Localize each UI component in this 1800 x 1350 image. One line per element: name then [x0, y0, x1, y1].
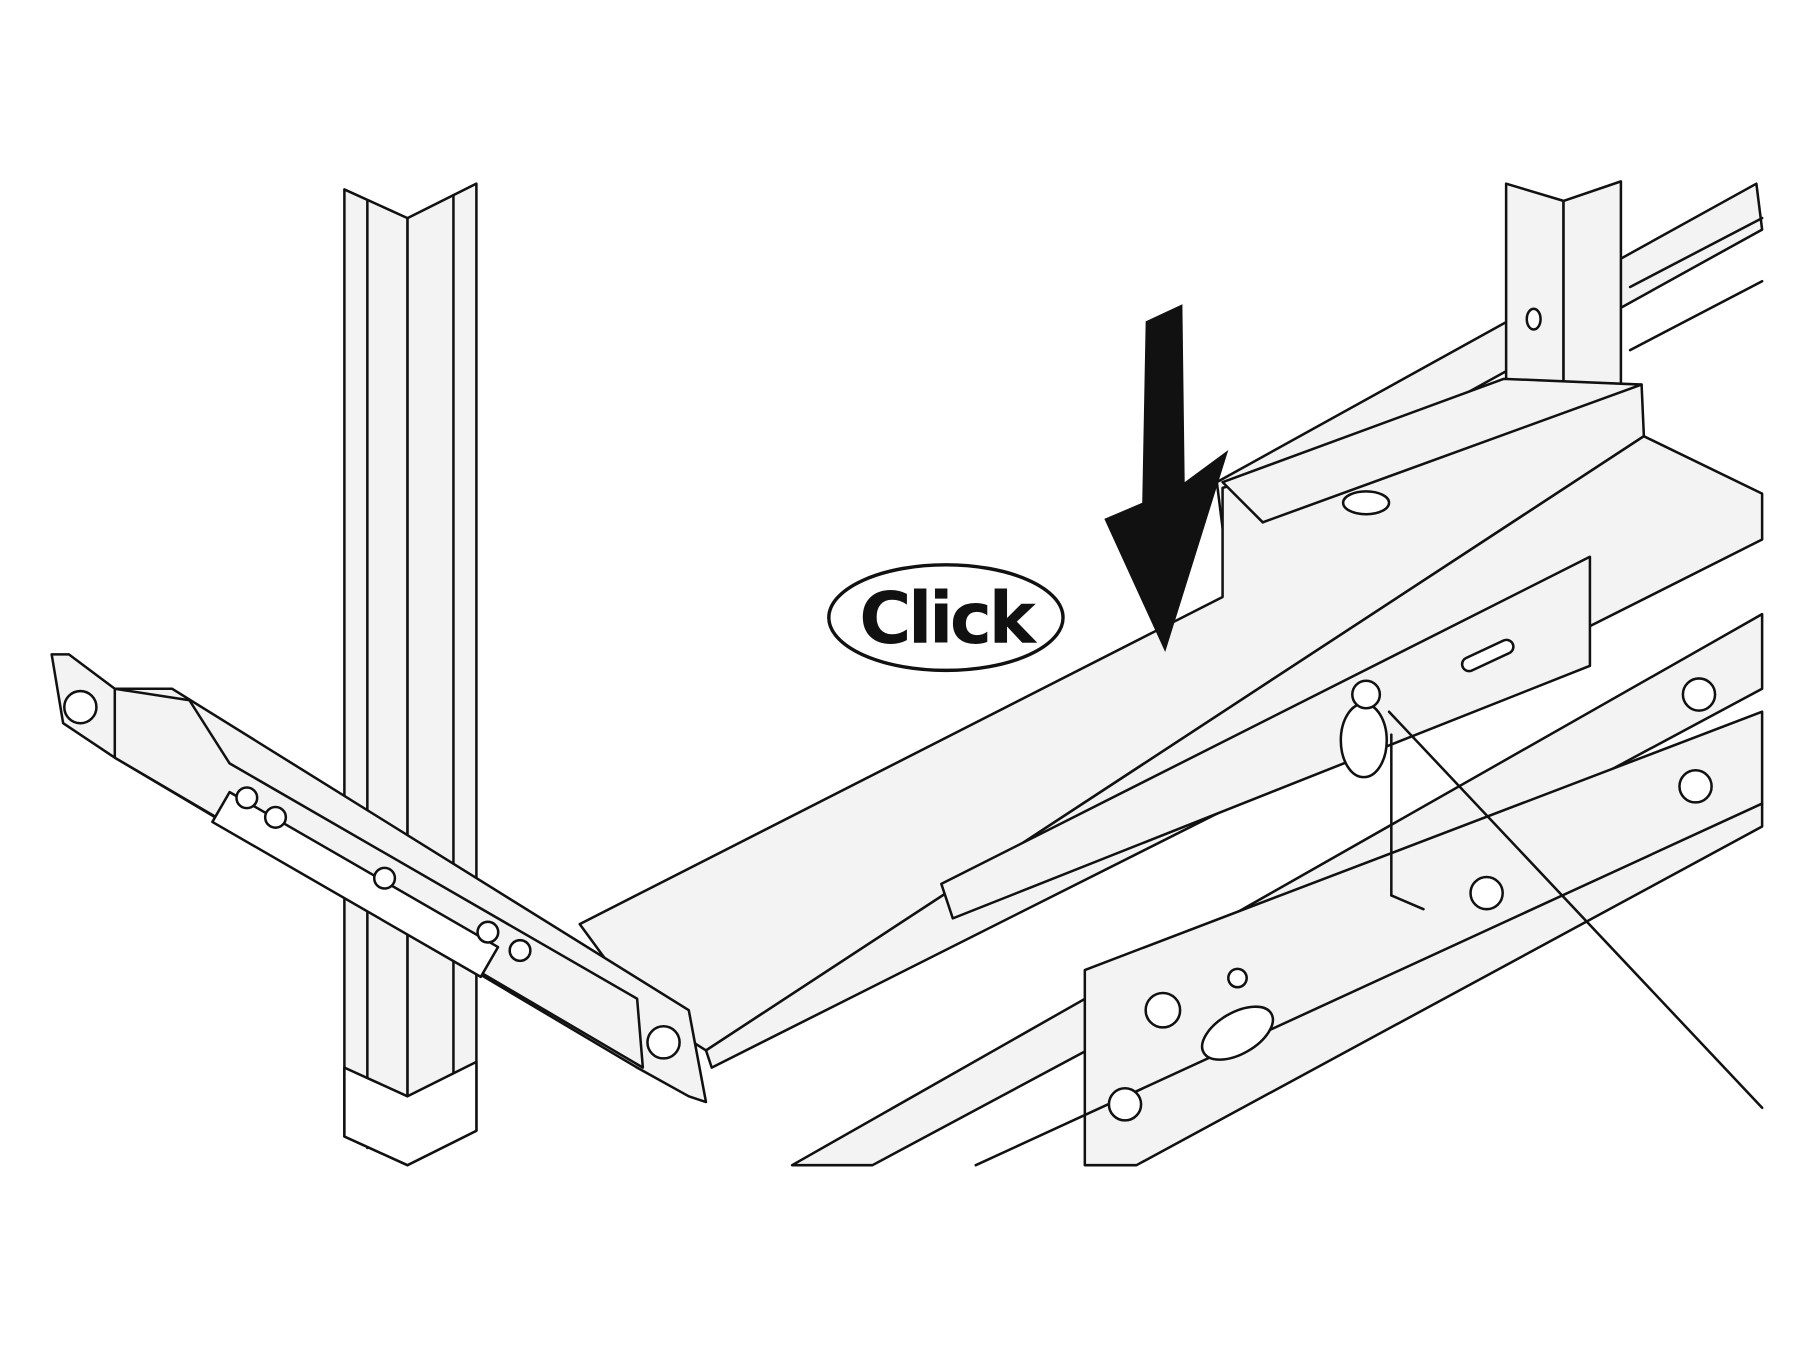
click-label: Click: [859, 577, 1037, 660]
front-bracket: [50, 653, 708, 1104]
right-post: [1504, 180, 1623, 427]
slide-rail: [790, 555, 1764, 1167]
click-callout: Click: [827, 563, 1065, 673]
arrow-down-icon: [1104, 304, 1229, 653]
left-post: [343, 182, 478, 1167]
click-oval: [827, 563, 1065, 673]
